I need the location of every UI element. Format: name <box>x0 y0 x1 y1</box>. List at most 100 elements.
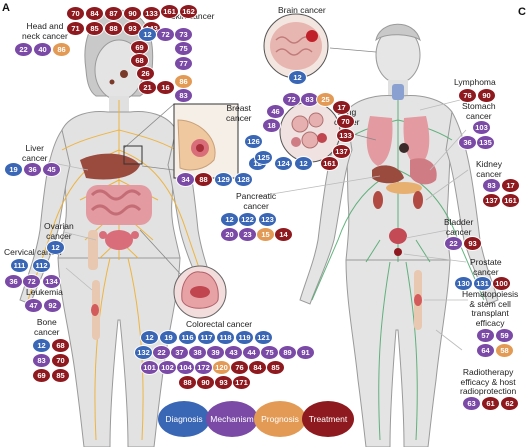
ref-badge: 36 <box>4 274 23 289</box>
ref-badge: 137 <box>332 144 351 159</box>
label-kidney-cancer: Kidney cancer <box>476 159 502 179</box>
label-brain-cancer: Brain cancer <box>278 5 326 15</box>
ref-badge: 14 <box>274 227 293 242</box>
ref-badge: 125 <box>254 150 273 165</box>
ref-badge: 46 <box>266 104 285 119</box>
label-ovarian-cancer: Ovarian cancer <box>44 221 74 241</box>
ref-badge: 84 <box>248 360 267 375</box>
ref-badge: 17 <box>501 178 520 193</box>
ref-badge: 43 <box>224 345 243 360</box>
ref-badge: 133 <box>142 6 161 21</box>
ref-badge: 70 <box>66 6 85 21</box>
ref-badge: 17 <box>332 100 351 115</box>
ref-badge: 124 <box>274 156 293 171</box>
label-head-neck-cancer: Head and neck cancer <box>22 21 68 41</box>
ref-badge: 20 <box>220 227 239 242</box>
ref-badge: 72 <box>156 27 175 42</box>
label-bone-cancer: Bone cancer <box>34 317 60 337</box>
ref-badge: 12 <box>46 240 65 255</box>
ref-badge: 71 <box>66 21 85 36</box>
ref-badge: 18 <box>262 118 281 133</box>
ref-badge: 86 <box>174 74 193 89</box>
ref-badge: 101 <box>140 360 159 375</box>
ref-badge: 161 <box>320 156 339 171</box>
label-hematopoiesis: Hematopoiesis & stem cell transplant eff… <box>462 289 519 328</box>
ref-badge: 77 <box>174 56 193 71</box>
ref-badge: 36 <box>458 135 477 150</box>
ref-badge: 61 <box>481 396 500 411</box>
ref-badge: 88 <box>194 172 213 187</box>
ref-badge: 135 <box>476 135 495 150</box>
ref-badge: 70 <box>336 114 355 129</box>
ref-badge: 22 <box>14 42 33 57</box>
ref-badge: 126 <box>244 134 263 149</box>
female-body-figure <box>19 9 219 447</box>
colorectal-inset <box>139 229 227 319</box>
ref-badge: 103 <box>472 120 491 135</box>
ref-badge: 171 <box>232 375 251 390</box>
ref-badge: 133 <box>336 128 355 143</box>
ref-badge: 111 <box>10 258 29 273</box>
ref-badge: 12 <box>32 338 51 353</box>
ref-badge: 122 <box>238 212 257 227</box>
ref-badge: 131 <box>473 276 492 291</box>
label-lymphoma: Lymphoma <box>454 77 496 87</box>
ref-badge: 90 <box>477 88 496 103</box>
ref-badge: 68 <box>51 338 70 353</box>
panel-letter-left: A <box>2 2 10 14</box>
ref-badge: 76 <box>230 360 249 375</box>
ref-badge: 134 <box>42 274 61 289</box>
label-stomach-cancer: Stomach cancer <box>462 101 496 121</box>
ref-badge: 69 <box>32 368 51 383</box>
ref-badge: 119 <box>235 330 254 345</box>
ref-badge: 45 <box>42 162 61 177</box>
panel-letter-right: C <box>518 6 526 18</box>
breast-inset <box>123 103 239 179</box>
ref-badge: 123 <box>258 212 277 227</box>
ref-badge: 117 <box>197 330 216 345</box>
male-organs <box>366 84 437 330</box>
legend-prognosis: Prognosis <box>254 401 306 437</box>
ref-badge: 12 <box>288 70 307 85</box>
female-organs <box>80 153 152 340</box>
ref-badge: 39 <box>206 345 225 360</box>
label-colorectal-cancer: Colorectal cancer <box>186 319 253 329</box>
label-radiotherapy: Radiotherapy efficacy & host radioprotec… <box>460 367 517 396</box>
ref-badge: 161 <box>160 4 179 19</box>
ref-badge: 112 <box>32 258 51 273</box>
legend-diagnosis: Diagnosis <box>158 401 210 437</box>
ref-badge: 90 <box>196 375 215 390</box>
label-prostate-cancer: Prostate cancer <box>470 257 502 277</box>
ref-badge: 44 <box>242 345 261 360</box>
brain-inset <box>263 13 377 79</box>
ref-badge: 128 <box>234 172 253 187</box>
skin-lesion-marks <box>109 70 128 85</box>
ref-badge: 120 <box>212 360 231 375</box>
label-bladder-cancer: Bladder cancer <box>444 217 474 237</box>
ref-badge: 70 <box>51 353 70 368</box>
ref-badge: 104 <box>176 360 195 375</box>
ref-badge: 161 <box>501 193 520 208</box>
legend-mechanism: Mechanism <box>206 401 258 437</box>
ref-badge: 19 <box>4 162 23 177</box>
ref-badge: 23 <box>238 227 257 242</box>
label-liver-cancer: Liver cancer <box>22 143 48 163</box>
ref-badge: 100 <box>492 276 511 291</box>
ref-badge: 21 <box>138 80 157 95</box>
ref-badge: 12 <box>220 212 239 227</box>
ref-badge: 34 <box>176 172 195 187</box>
label-skin-cancer: Skin cancer <box>170 11 215 21</box>
legend-treatment: Treatment <box>302 401 354 437</box>
ref-badge: 72 <box>22 274 41 289</box>
ref-badge: 62 <box>500 396 519 411</box>
ref-badge: 57 <box>476 328 495 343</box>
lung-inset <box>279 101 377 163</box>
ref-badge: 15 <box>256 227 275 242</box>
ref-badge: 26 <box>136 66 155 81</box>
ref-badge: 47 <box>24 298 43 313</box>
ref-badge: 36 <box>23 162 42 177</box>
ref-badge: 137 <box>482 193 501 208</box>
ref-badge: 58 <box>495 343 514 358</box>
ref-badge: 132 <box>134 345 153 360</box>
ref-badge: 63 <box>462 396 481 411</box>
